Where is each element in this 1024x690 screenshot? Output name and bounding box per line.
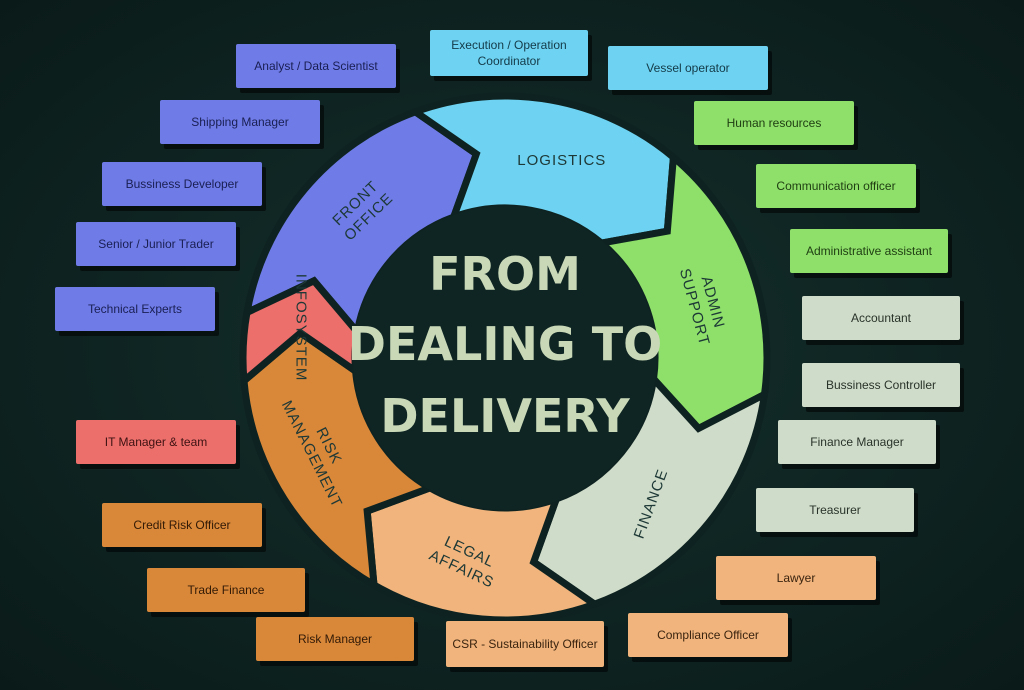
role-analyst-data-scientist: Analyst / Data Scientist — [236, 44, 396, 88]
segment-label-line: INFOSYSTEM — [292, 274, 309, 382]
role-accountant: Accountant — [802, 296, 960, 340]
role-communication-officer: Communication officer — [756, 164, 916, 208]
role-credit-risk-officer: Credit Risk Officer — [102, 503, 262, 547]
role-business-controller: Bussiness Controller — [802, 363, 960, 407]
role-vessel-operator: Vessel operator — [608, 46, 768, 90]
role-technical-experts: Technical Experts — [55, 287, 215, 331]
role-shipping-manager: Shipping Manager — [160, 100, 320, 144]
role-risk-manager: Risk Manager — [256, 617, 414, 661]
role-business-developer: Bussiness Developer — [102, 162, 262, 206]
role-csr-sustainability-officer: CSR - Sustainability Officer — [446, 621, 604, 667]
role-execution-operation-coordinator: Execution / Operation Coordinator — [430, 30, 588, 76]
segment-label-line: LOGISTICS — [517, 152, 606, 169]
role-treasurer: Treasurer — [756, 488, 914, 532]
center-title-line1: FROM — [429, 247, 581, 301]
role-trade-finance: Trade Finance — [147, 568, 305, 612]
segment-label-log: LOGISTICS — [517, 152, 606, 169]
role-senior-junior-trader: Senior / Junior Trader — [76, 222, 236, 266]
center-disc — [353, 206, 657, 510]
role-human-resources: Human resources — [694, 101, 854, 145]
center-title-line3: DELIVERY — [380, 389, 630, 443]
role-it-manager-team: IT Manager & team — [76, 420, 236, 464]
role-finance-manager: Finance Manager — [778, 420, 936, 464]
role-compliance-officer: Compliance Officer — [628, 613, 788, 657]
segment-label-info: INFOSYSTEM — [292, 274, 309, 382]
role-lawyer: Lawyer — [716, 556, 876, 600]
center-title-line2: DEALING TO — [348, 317, 662, 371]
role-administrative-assistant: Administrative assistant — [790, 229, 948, 273]
